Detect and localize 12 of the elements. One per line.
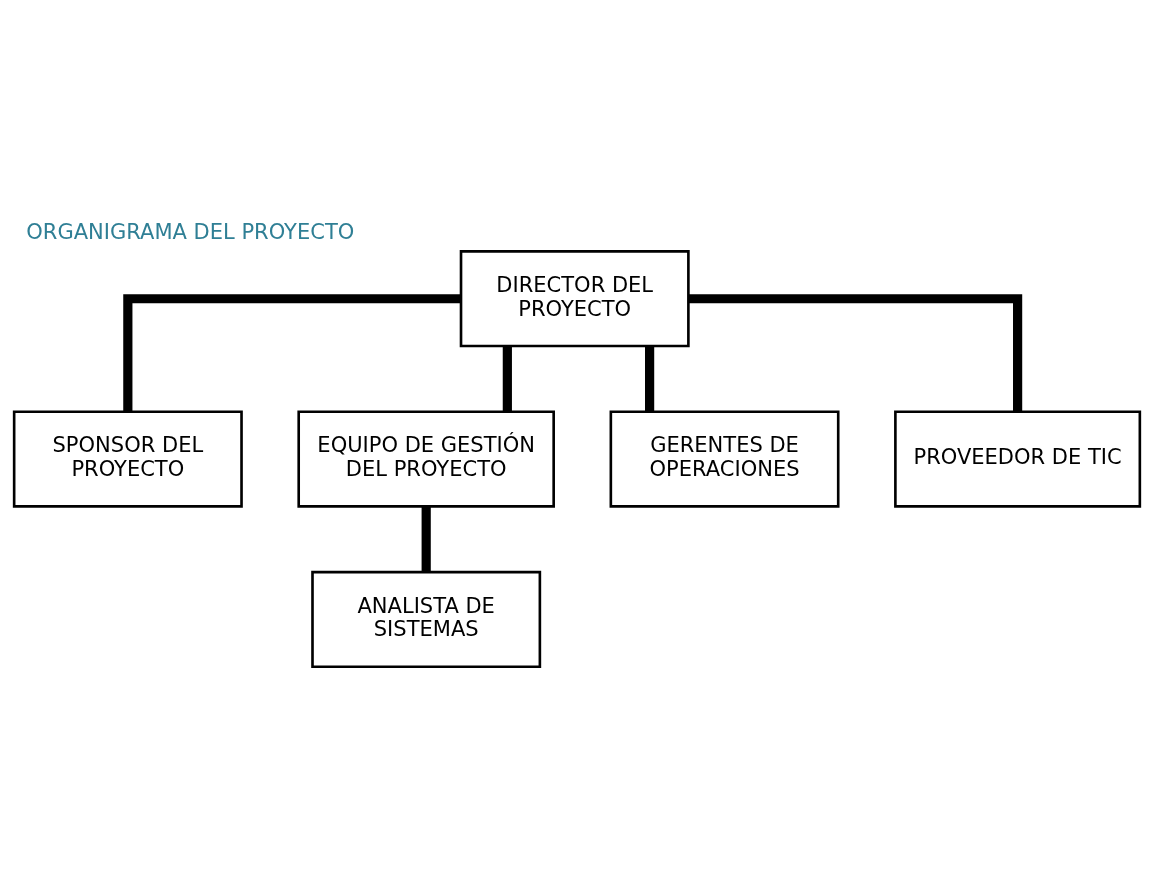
node-box: DIRECTOR DEL PROYECTO [459,250,690,348]
diagram-title: ORGANIGRAMA DEL PROYECTO [26,219,355,245]
connector [645,346,655,412]
connector [688,294,1023,412]
connector [123,294,461,412]
node-box: PROVEEDOR DE TIC [894,410,1142,508]
connector [421,506,431,572]
node-box: GERENTES DE OPERACIONES [609,410,840,508]
connector [502,346,512,412]
node-box: EQUIPO DE GESTIÓN DEL PROYECTO [297,410,555,508]
node-box: ANALISTA DE SISTEMAS [311,570,542,669]
node-box: SPONSOR DEL PROYECTO [12,410,243,508]
